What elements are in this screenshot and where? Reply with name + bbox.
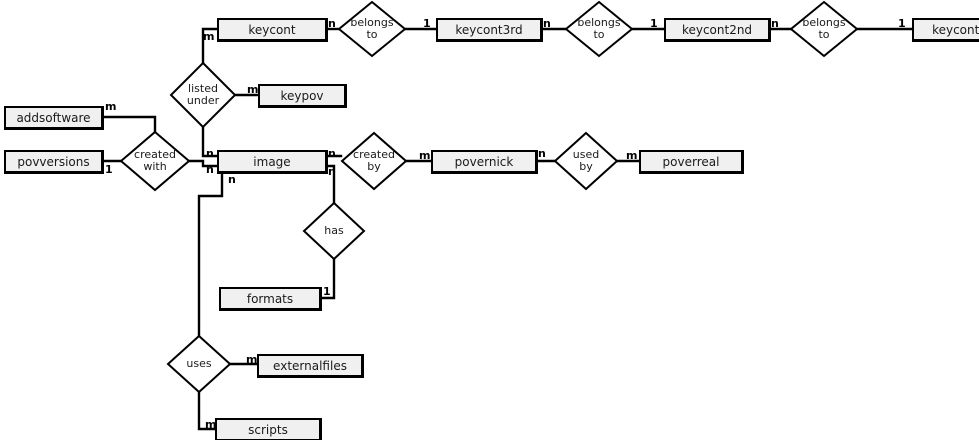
wire-uses-scripts [197,391,218,431]
diamond-shape [119,130,191,192]
wire-createdwith-image [188,159,220,168]
entity-poverreal[interactable]: poverreal [640,151,742,172]
wire-image-uses [197,170,224,337]
diamond-shape [789,0,859,58]
cardinality-card-keycont3rd-1: 1 [423,17,431,30]
cardinality-card-image-createdby-n: n [328,147,336,160]
wire-has-formats [318,258,336,300]
relationship-uses[interactable]: uses [166,334,232,394]
cardinality-card-keycont2nd-1: 1 [650,17,658,30]
cardinality-card-image-listed-n: n [206,147,214,160]
entity-povernick[interactable]: povernick [432,151,536,172]
cardinality-card-image-created-n: n [206,163,214,176]
diamond-shape [166,334,232,394]
cardinality-card-formats-1: 1 [323,285,331,298]
cardinality-card-image-uses-n: n [228,173,236,186]
entity-formats[interactable]: formats [220,288,320,309]
diamond-shape [169,61,237,129]
diamond-shape [564,0,634,58]
cardinality-card-keypov-m: m [247,83,259,96]
wire-keycont-listedunder [201,27,220,64]
entity-image[interactable]: image [218,151,326,172]
cardinality-card-scripts-m: m [205,418,217,431]
cardinality-card-keycont1st-1: 1 [898,17,906,30]
wire-image-has [324,164,336,204]
cardinality-card-image-has-n: n [328,165,336,178]
cardinality-card-povernick-n: n [538,147,546,160]
diamond-shape [337,0,407,58]
diamond-shape [553,131,619,191]
cardinality-card-povernick-m: m [419,149,431,162]
cardinality-card-keycont-n: n [328,17,336,30]
cardinality-card-poverreal-m: m [626,149,638,162]
diamond-shape [340,131,408,191]
entity-addsoftware[interactable]: addsoftware [5,107,102,128]
entity-keycont1st[interactable]: keycont1st [913,19,979,40]
entity-keycont[interactable]: keycont [218,19,326,40]
entity-keycont2nd[interactable]: keycont2nd [665,19,769,40]
cardinality-card-keycont-m: m [203,30,215,43]
wire-addsoftware-createdwith [100,115,157,133]
entity-scripts[interactable]: scripts [216,419,320,440]
entity-keypov[interactable]: keypov [259,85,345,106]
entity-externalfiles[interactable]: externalfiles [258,355,362,376]
cardinality-card-externalfiles-m: m [246,353,258,366]
relationship-has[interactable]: has [302,201,366,261]
cardinality-card-addsoftware-m: m [105,100,117,113]
wire-listedunder-image [201,126,220,158]
cardinality-card-keycont3rd-n: n [543,17,551,30]
entity-povversions[interactable]: povversions [5,151,102,172]
cardinality-card-povversions-1: 1 [105,163,113,176]
diamond-shape [302,201,366,261]
entity-keycont3rd[interactable]: keycont3rd [437,19,541,40]
cardinality-card-keycont2nd-n: n [771,17,779,30]
